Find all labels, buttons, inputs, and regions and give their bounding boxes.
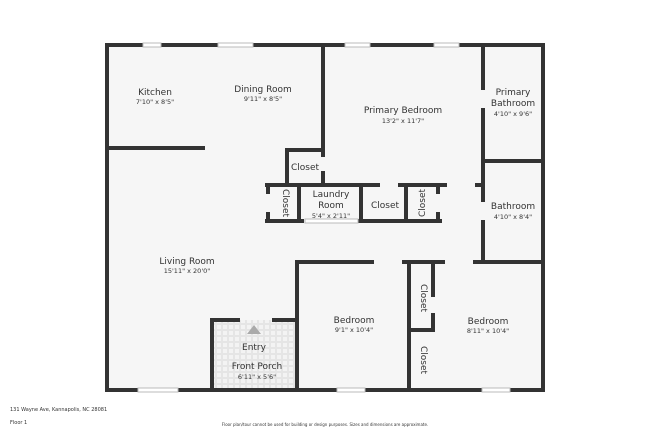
disclaimer: Floor plan/tour cannot be used for build… [221, 422, 429, 427]
closet-label: Closet [280, 189, 290, 218]
closet-label: Closet [291, 163, 320, 173]
entry-arrow-icon [247, 325, 261, 334]
living-room-label: Living Room [159, 257, 214, 267]
laundry-label-1: Laundry [313, 190, 350, 200]
bedroom-label: Bedroom [334, 316, 375, 326]
closet-label: Closet [418, 189, 428, 218]
primary-bath-label-2: Bathroom [491, 99, 535, 109]
bathroom-dim: 4'10" x 8'4" [494, 213, 532, 221]
kitchen-label: Kitchen [138, 88, 172, 98]
bedroom-dim: 9'1" x 10'4" [335, 326, 373, 334]
laundry-label-2: Room [318, 201, 344, 211]
primary-bath-dim: 4'10" x 9'6" [494, 110, 532, 118]
dining-dim: 9'11" x 8'5" [244, 95, 282, 103]
closet-label: Closet [418, 284, 428, 313]
entry-label: Entry [242, 343, 267, 353]
floor-label: Floor 1 [10, 420, 28, 426]
primary-bedroom-dim: 13'2" x 11'7" [382, 117, 424, 125]
closet-label: Closet [418, 346, 428, 375]
laundry-dim: 5'4" x 2'11" [312, 212, 350, 220]
address: 131 Wayne Ave, Kannapolis, NC 28081 [10, 407, 108, 413]
bathroom-label: Bathroom [491, 202, 535, 212]
kitchen-dim: 7'10" x 8'5" [136, 98, 174, 106]
primary-bath-label-1: Primary [496, 88, 531, 98]
closet-label: Closet [371, 201, 400, 211]
bedroom-label: Bedroom [468, 317, 509, 327]
living-room-dim: 15'11" x 20'0" [164, 267, 210, 275]
primary-bedroom-label: Primary Bedroom [364, 106, 442, 116]
porch-dim: 6'11" x 5'6" [238, 373, 276, 381]
porch-label: Front Porch [232, 362, 282, 372]
bedroom-dim: 8'11" x 10'4" [467, 327, 509, 335]
dining-label: Dining Room [234, 85, 292, 95]
windows [137, 42, 511, 393]
room-labels: Kitchen 7'10" x 8'5" Dining Room 9'11" x… [136, 85, 535, 381]
walls [105, 43, 545, 392]
